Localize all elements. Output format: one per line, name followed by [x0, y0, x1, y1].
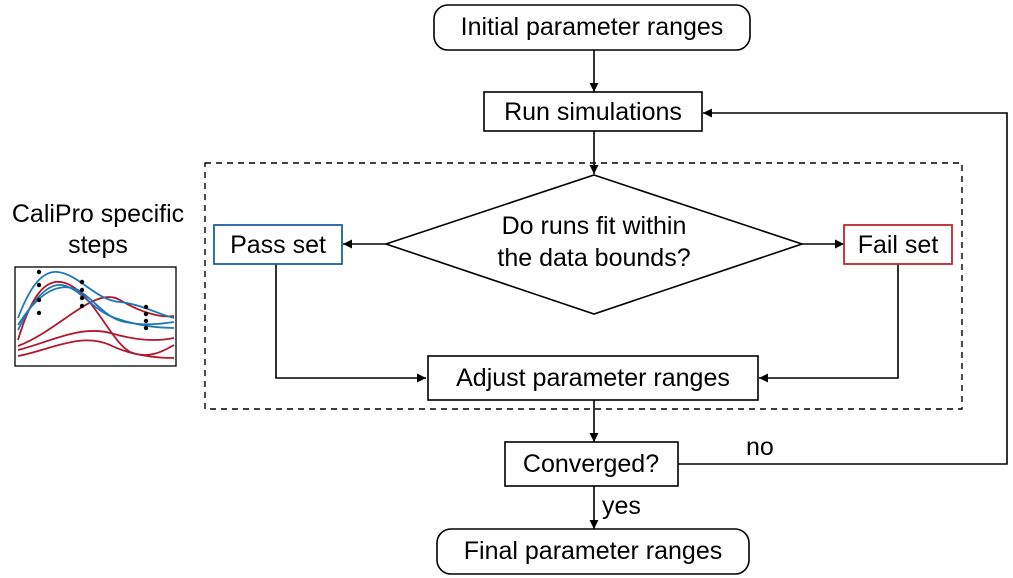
converged-box: [504, 441, 679, 487]
yes-label: yes: [602, 492, 641, 520]
calipro-caption-line2: steps: [68, 231, 128, 259]
thumbnail-data-points: [36, 269, 149, 331]
red-curve-2: [17, 330, 175, 351]
blue-curve-3: [17, 286, 175, 326]
red-curve-3: [17, 339, 175, 359]
edge-pass-adjust: [275, 264, 426, 383]
edge-converged-run-no: [678, 108, 1008, 465]
converged-label: Converged?: [523, 450, 659, 478]
pass-label: Pass set: [230, 231, 326, 259]
fail-box: [843, 224, 953, 265]
node-fail: Fail set: [843, 224, 953, 265]
connectors: [275, 50, 1008, 529]
final-box: [436, 528, 750, 575]
final-label: Final parameter ranges: [464, 537, 722, 565]
node-decision: Do runs fit within the data bounds?: [383, 174, 805, 315]
decision-label-line1: Do runs fit within: [502, 212, 687, 240]
adjust-box: [427, 355, 759, 401]
calipro-caption-line1: CaliPro specific: [12, 200, 184, 228]
no-label: no: [746, 433, 774, 461]
edge-fail-adjust: [759, 264, 899, 383]
node-pass: Pass set: [213, 224, 343, 265]
decision-diamond: [383, 174, 805, 315]
red-curve-4: [17, 280, 175, 356]
run-box: [483, 91, 703, 132]
calipro-region: [204, 162, 963, 410]
node-adjust: Adjust parameter ranges: [427, 355, 759, 401]
red-curve-1: [17, 296, 175, 347]
run-label: Run simulations: [504, 98, 682, 126]
node-initial: Initial parameter ranges: [433, 4, 751, 51]
initial-label: Initial parameter ranges: [461, 13, 724, 41]
calipro-thumbnail: [14, 266, 177, 367]
adjust-label: Adjust parameter ranges: [456, 364, 730, 392]
thumbnail-red-curves: [17, 280, 175, 359]
decision-label-line2: the data bounds?: [497, 244, 690, 272]
pass-box: [213, 224, 343, 265]
node-converged: Converged?: [504, 441, 679, 487]
node-run: Run simulations: [483, 91, 703, 132]
node-final: Final parameter ranges: [436, 528, 750, 575]
initial-box: [433, 4, 751, 51]
fail-label: Fail set: [858, 231, 939, 259]
